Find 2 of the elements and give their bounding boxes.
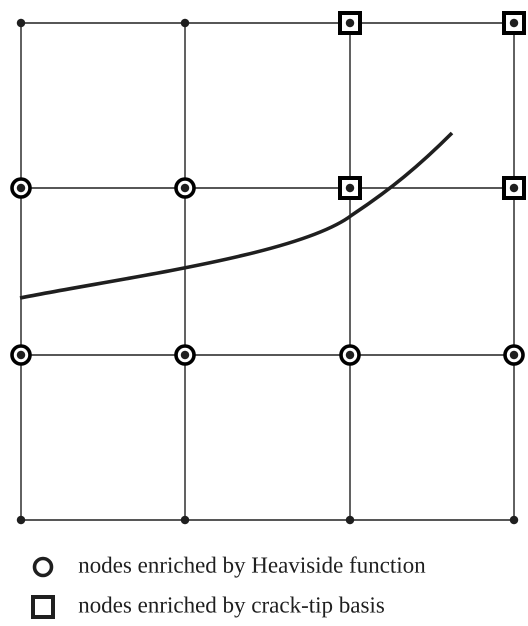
legend-text: nodes enriched by Heaviside function — [78, 556, 426, 578]
legend-text: nodes enriched by crack-tip basis — [78, 596, 384, 618]
